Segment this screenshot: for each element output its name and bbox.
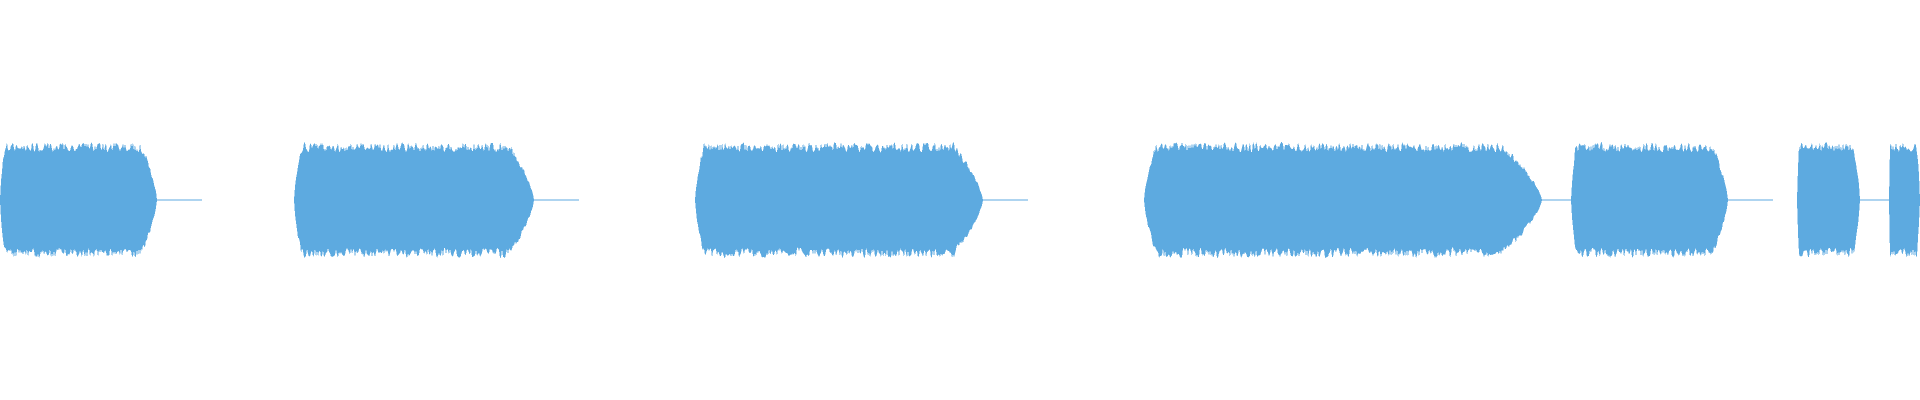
waveform-segment — [1889, 142, 1920, 258]
waveform-segments — [0, 142, 1920, 258]
waveform-envelope — [695, 142, 983, 258]
waveform-segment — [0, 142, 202, 258]
waveform-segment — [1144, 142, 1587, 258]
waveform-envelope — [294, 142, 534, 258]
waveform-segment — [695, 142, 1028, 258]
waveform-envelope — [1889, 142, 1920, 258]
waveform-envelope — [1797, 142, 1860, 258]
waveform-segment — [1571, 142, 1773, 258]
waveform-segment — [294, 142, 579, 258]
waveform-envelope — [1144, 142, 1542, 258]
waveform-envelope — [1571, 142, 1728, 258]
waveform-segment — [1797, 142, 1905, 258]
waveform-envelope — [0, 142, 157, 258]
